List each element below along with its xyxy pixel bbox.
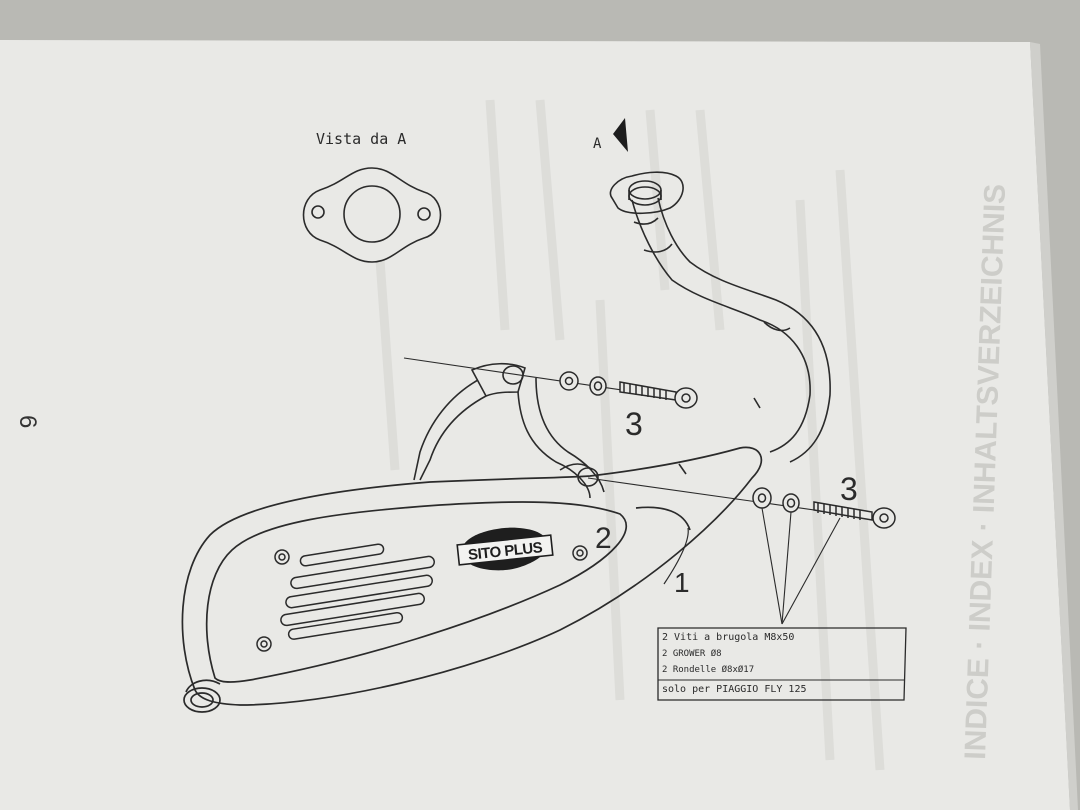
leader-lines (761, 507, 841, 625)
callout-3-lower: 3 (840, 471, 858, 507)
sito-plus-badge: SITO PLUS (456, 527, 554, 571)
parts-line-2: 2 GROWER Ø8 (662, 648, 722, 659)
muffler-body (181, 446, 763, 713)
callout-2: 2 (595, 522, 612, 555)
paper-sheet (0, 40, 1070, 810)
pipe-flange (609, 171, 684, 215)
parts-list-box: 2 Viti a brugola M8x50 2 GROWER Ø8 2 Ron… (657, 627, 907, 701)
parts-line-1: 2 Viti a brugola M8x50 (662, 632, 794, 643)
paper-shadow-edge (1030, 42, 1078, 810)
page-number: 6 (14, 415, 41, 428)
view-arrow-icon (613, 118, 628, 152)
callout-1: 1 (674, 567, 690, 598)
show-through-text (375, 99, 885, 771)
exhaust-header-pipe (631, 197, 831, 475)
parts-line-3: 2 Rondelle Ø8xØ17 (662, 664, 754, 675)
callout-3-upper: 3 (625, 406, 643, 442)
flange-view-a (302, 167, 442, 263)
muffler-rivets (256, 545, 588, 652)
lower-bolt-set (752, 487, 896, 529)
parts-footer: solo per PIAGGIO FLY 125 (662, 684, 807, 695)
mounting-bracket (413, 362, 605, 499)
view-title: Vista da A (316, 130, 406, 148)
upper-bolt-set (559, 371, 698, 409)
muffler-vent-slots (280, 543, 435, 640)
view-arrow-label: A (593, 136, 602, 152)
callout-1-leader (663, 527, 689, 585)
